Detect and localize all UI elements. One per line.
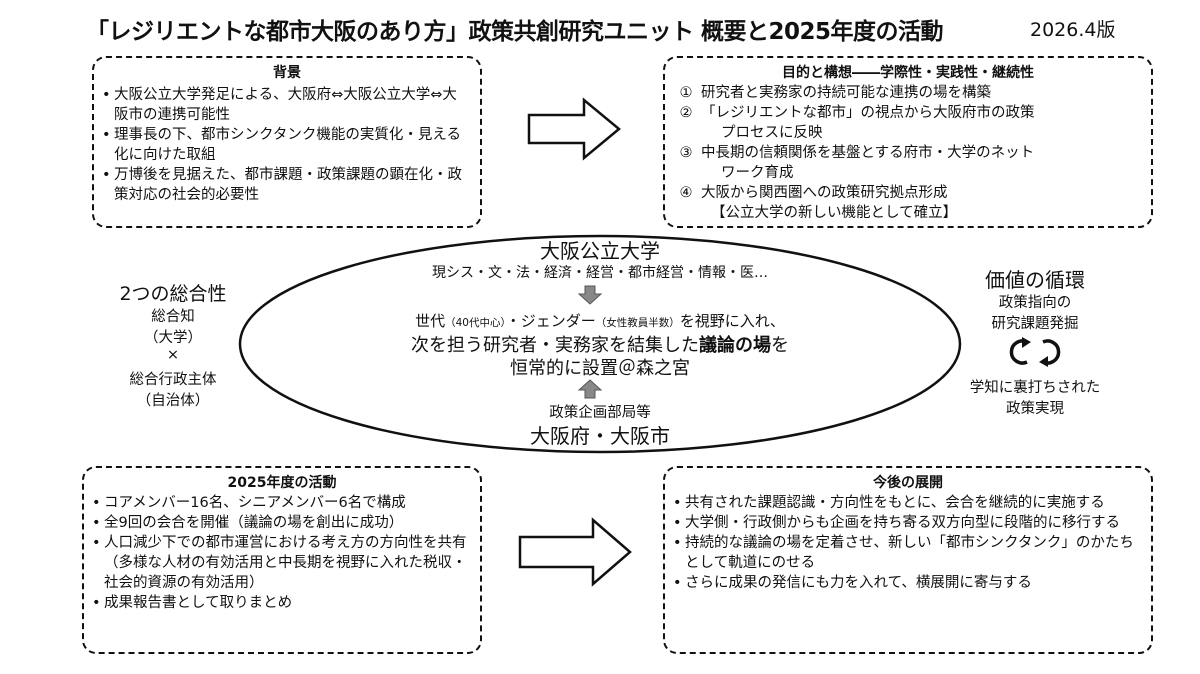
activity-item: コアメンバー16名、シニアメンバー6名で構成 (92, 493, 468, 513)
right-line: 政策実現 (1006, 401, 1064, 417)
purpose-item-cont: ワーク育成 (721, 165, 794, 181)
left-line: × (166, 347, 180, 363)
activities-title: 2025年度の活動 (227, 475, 337, 491)
right-arrow-bottom (518, 517, 632, 587)
value-cycle-title: 価値の循環 (985, 268, 1085, 292)
department-label: 政策企画部局等 (549, 405, 651, 421)
background-item: 万博後を見据えた、都市課題・政策課題の顕在化・政策対応の社会的必要性 (102, 165, 466, 205)
background-item: 理事長の下、都市シンクタンク機能の実質化・見える化に向けた取組 (102, 125, 466, 165)
purpose-item-cont: 【公立大学の新しい機能として確立】 (711, 205, 958, 221)
right-line: 政策指向の (998, 295, 1072, 311)
future-item: さらに成果の発信にも力を入れて、横展開に寄与する (673, 573, 1139, 593)
center-line2: 次を担う研究者・実務家を結集した議論の場を (411, 335, 789, 356)
university-name: 大阪公立大学 (540, 239, 660, 263)
version-label: 2026.4版 (1030, 19, 1116, 41)
center-line3: 恒常的に設置＠森之宮 (510, 358, 690, 379)
discussion-forum-label: 議論の場 (699, 335, 771, 356)
down-arrow-icon (577, 285, 603, 305)
purpose-title: 目的と構想――学際性・実践性・継続性 (782, 65, 1034, 81)
activities-box: 2025年度の活動 コアメンバー16名、シニアメンバー6名で構成 全9回の会合を… (82, 466, 482, 654)
cycle-arrows-icon (1009, 337, 1061, 367)
left-line: 総合知 (151, 309, 195, 325)
activity-item: 全9回の会合を開催（議論の場を創出に成功） (92, 513, 468, 533)
right-arrow-top (527, 97, 621, 161)
center-line1: 世代（40代中心）・ジェンダー（女性教員半数）を視野に入れ、 (415, 312, 785, 330)
activity-item: 人口減少下での都市運営における考え方の方向性を共有（多様な人材の有効活用と中長期… (92, 533, 468, 593)
purpose-item-cont: プロセスに反映 (721, 125, 823, 141)
government-name: 大阪府・大阪市 (530, 424, 670, 448)
right-line: 学知に裏打ちされた (969, 380, 1101, 396)
background-title: 背景 (273, 65, 301, 81)
left-line: （大学） (144, 330, 202, 346)
center-ellipse (238, 234, 962, 454)
future-item: 持続的な議論の場を定着させ、新しい「都市シンクタンク」のかたちとして軌道にのせる (673, 533, 1139, 573)
purpose-item: ②「レジリエントな都市」の視点から大阪府市の政策 (679, 105, 1035, 121)
future-item: 共有された課題認識・方向性をもとに、会合を継続的に実施する (673, 493, 1139, 513)
future-item: 大学側・行政側からも企画を持ち寄る双方向型に段階的に移行する (673, 513, 1139, 533)
up-arrow-icon (577, 379, 603, 399)
future-title: 今後の展開 (873, 475, 943, 491)
activity-item: 成果報告書として取りまとめ (92, 593, 468, 613)
left-line: （自治体） (136, 393, 210, 409)
page-title: 「レジリエントな都市大阪のあり方」政策共創研究ユニット 概要と2025年度の活動 (86, 19, 944, 45)
two-integrations-title: 2つの総合性 (119, 283, 227, 305)
background-item: 大阪公立大学発足による、大阪府⇔大阪公立大学⇔大阪市の連携可能性 (102, 85, 466, 125)
left-line: 総合行政主体 (129, 372, 217, 388)
future-box: 今後の展開 共有された課題認識・方向性をもとに、会合を継続的に実施する 大学側・… (663, 466, 1153, 654)
background-box: 背景 大阪公立大学発足による、大阪府⇔大阪公立大学⇔大阪市の連携可能性 理事長の… (92, 56, 482, 228)
faculties-list: 現シス・文・法・経済・経営・都市経営・情報・医… (432, 265, 768, 281)
right-line: 研究課題発掘 (991, 316, 1079, 332)
